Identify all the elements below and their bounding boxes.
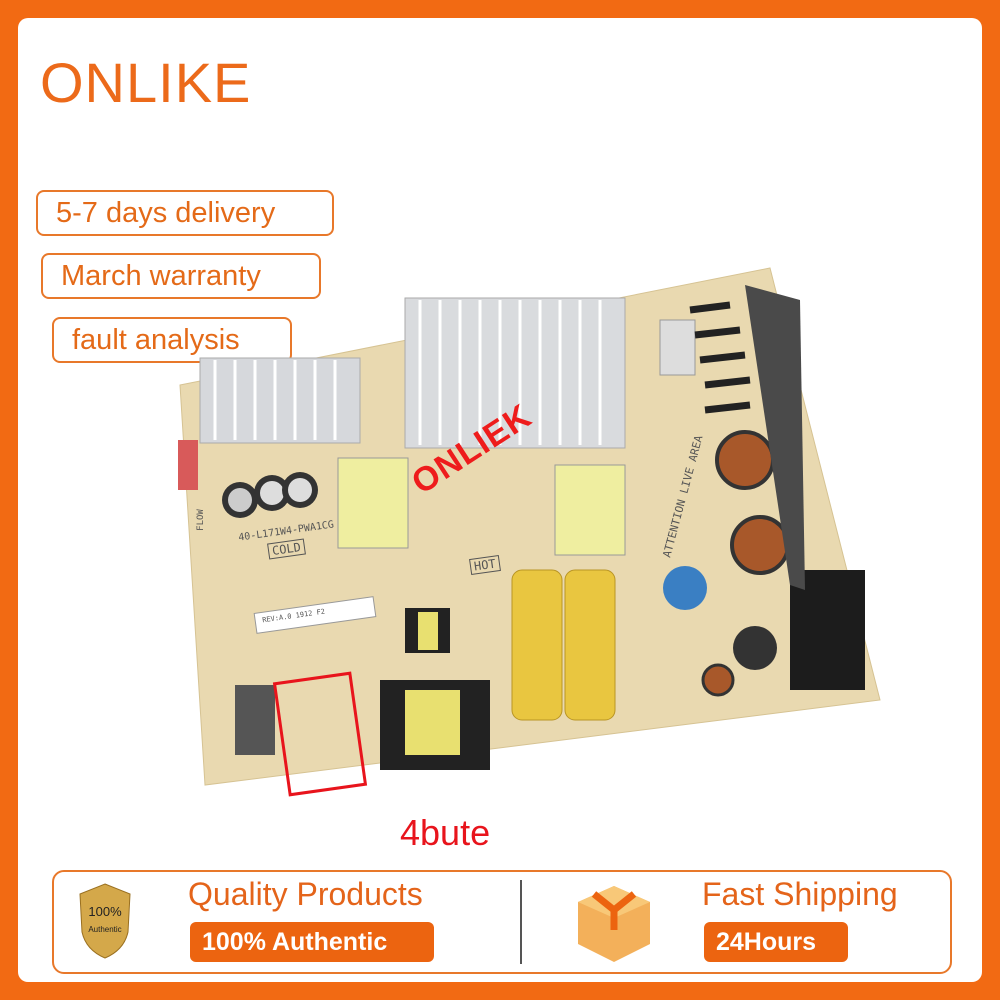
badge-delivery: 5-7 days delivery (36, 190, 334, 236)
shipping-box-icon (578, 886, 650, 962)
relay-component (659, 319, 696, 376)
heatsink-right (404, 297, 626, 449)
model-caption: 4bute (400, 812, 491, 853)
connector-left (235, 685, 275, 755)
choke-coil-2 (730, 515, 790, 575)
capacitor-yellow-1 (511, 569, 563, 721)
feature-banner: 100% Authentic Quality Products 100% Aut… (52, 870, 952, 974)
flow-label: FLOW (195, 509, 206, 531)
badge-warranty: March warranty (41, 253, 321, 299)
capacitor-yellow-2 (564, 569, 616, 721)
badge-fault-analysis: fault analysis (52, 317, 292, 363)
shipping-title: Fast Shipping (702, 876, 898, 912)
divider (520, 880, 522, 964)
connector-red (178, 440, 198, 490)
electrolytic-capacitors (222, 472, 318, 518)
thermistor-black (733, 626, 777, 670)
choke-coil-1 (715, 430, 775, 490)
transformer-1 (337, 457, 409, 549)
hours-pill: 24Hours (704, 922, 848, 962)
choke-coil-3 (701, 663, 735, 697)
highlight-box (272, 671, 368, 797)
seal-text-top: 100% (88, 904, 122, 919)
authentic-pill: 100% Authentic (190, 922, 434, 962)
varistor-blue (663, 566, 707, 610)
diode-row (689, 301, 751, 414)
transformer-2 (554, 464, 626, 556)
brand-logo: ONLIKE (40, 51, 252, 114)
heatsink-left (199, 357, 361, 444)
insulation-strip (745, 285, 805, 590)
transformer-3 (380, 680, 490, 770)
quality-title: Quality Products (188, 876, 423, 912)
authentic-seal-icon: 100% Authentic (79, 883, 131, 959)
barcode-label (253, 596, 377, 634)
transformer-small (405, 608, 450, 653)
seal-text-bottom: Authentic (88, 925, 121, 934)
ac-connector (790, 570, 865, 690)
